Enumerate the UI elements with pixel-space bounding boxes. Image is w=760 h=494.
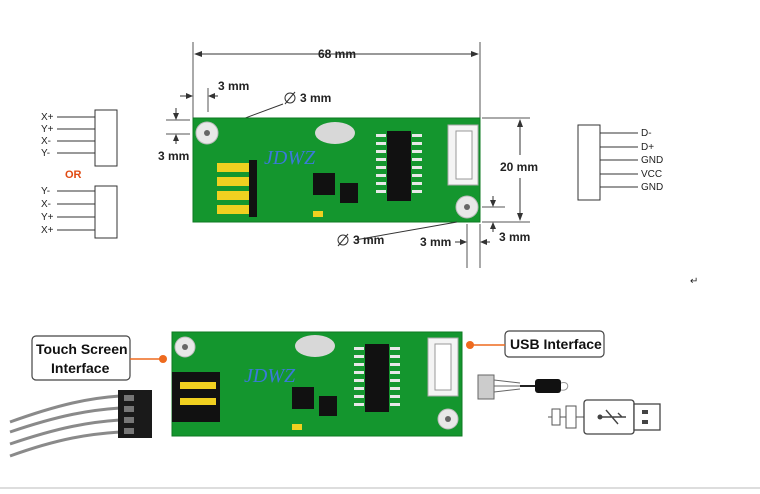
touch-screen-callout: Touch Screen Interface: [31, 335, 167, 381]
hole-diameter-bottom-label: 3 mm: [353, 233, 384, 247]
or-label: OR: [65, 169, 82, 181]
pin-label: GND: [641, 182, 663, 193]
width-label: 68 mm: [318, 47, 356, 61]
return-mark: ↵: [690, 276, 698, 287]
pin-label: Y-: [41, 148, 50, 159]
touch-screen-cable: [9, 394, 121, 458]
pin-label: X+: [41, 112, 54, 123]
offset-y-top-label: 3 mm: [158, 149, 189, 163]
hole-offset-dimensions-top: 3 mm 3 mm 3 mm: [158, 79, 331, 163]
left-connector-a: X+ Y+ X- Y-: [41, 109, 118, 167]
touch-screen-plug: [118, 390, 152, 438]
pin-label: Y+: [41, 212, 54, 223]
pin-label: VCC: [641, 169, 662, 180]
pin-label: X-: [41, 199, 51, 210]
offset-x-top-label: 3 mm: [218, 79, 249, 93]
hole-diameter-top-label: 3 mm: [300, 91, 331, 105]
pin-label: X-: [41, 136, 51, 147]
brand-watermark-top: JDWZ: [264, 147, 316, 169]
pin-label: X+: [41, 225, 54, 236]
pin-label: Y+: [41, 124, 54, 135]
usb-callout-label: USB Interface: [510, 336, 602, 352]
bottom-pcb-board: JDWZ: [171, 331, 463, 437]
top-pcb-board: JDWZ: [192, 117, 481, 223]
offset-y-bottom-label: 3 mm: [499, 230, 530, 244]
height-label: 20 mm: [500, 160, 538, 174]
left-connector-b: Y- X- Y+ X+: [41, 185, 118, 239]
touch-callout-line1: Touch Screen: [36, 341, 128, 357]
usb-cable: [477, 374, 569, 400]
pin-label: Y-: [41, 186, 50, 197]
usb-interface-callout: USB Interface: [466, 330, 605, 358]
offset-x-bottom-label: 3 mm: [420, 235, 451, 249]
pin-label: GND: [641, 155, 663, 166]
touch-callout-line2: Interface: [51, 360, 110, 376]
pin-label: D-: [641, 128, 652, 139]
right-connector: D- D+ GND VCC GND: [577, 124, 663, 201]
hole-offset-dimensions-bottom: 3 mm 3 mm 3 mm: [337, 196, 530, 268]
pin-label: D+: [641, 142, 654, 153]
brand-watermark-bottom: JDWZ: [244, 365, 296, 387]
width-dimension: 68 mm: [192, 42, 481, 118]
height-dimension: 20 mm: [482, 117, 538, 223]
usb-plug-icon: [548, 399, 661, 435]
